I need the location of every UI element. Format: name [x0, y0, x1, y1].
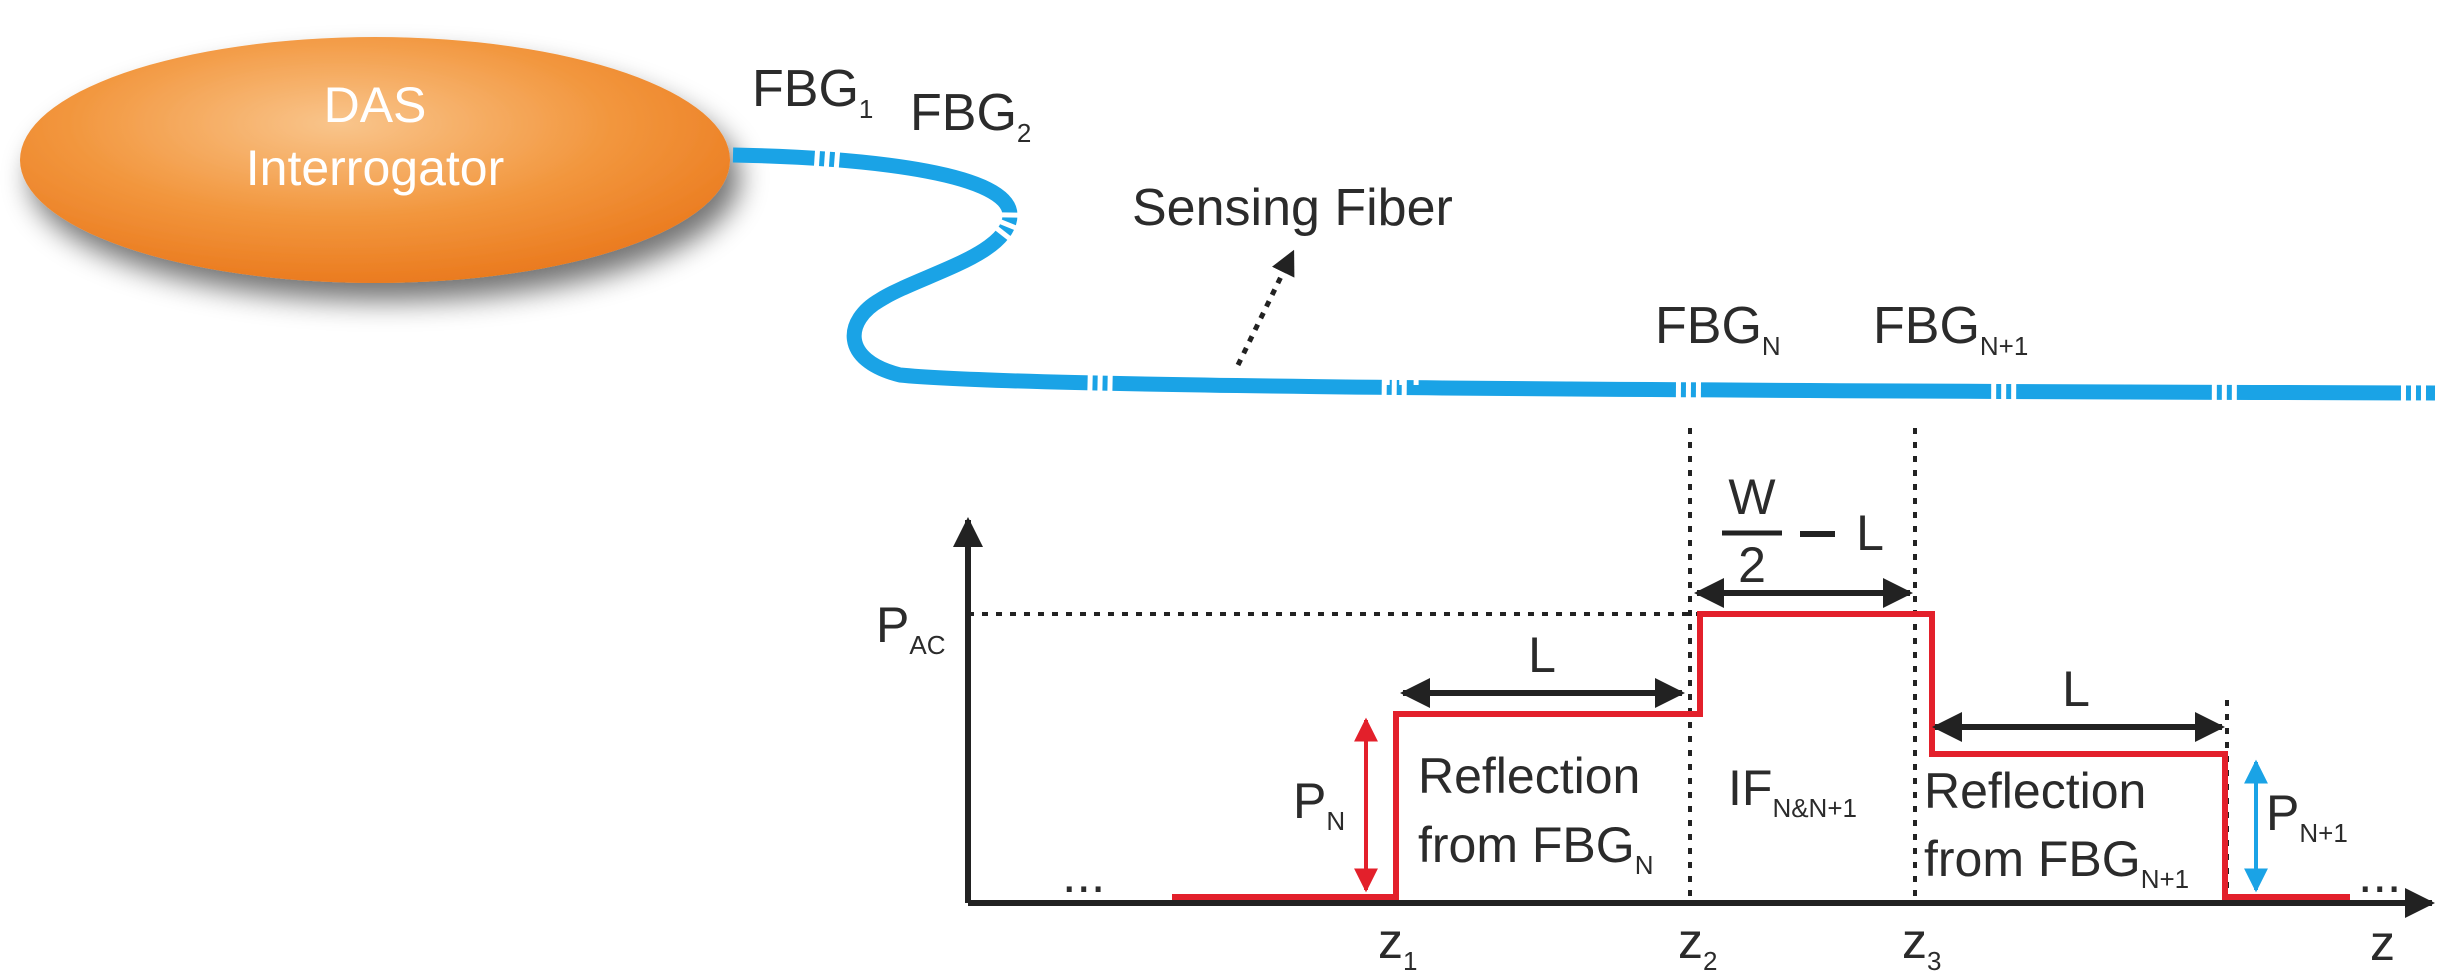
w-numerator: W: [1728, 469, 1776, 525]
fbg-grating-stripe: [1401, 379, 1407, 396]
z3-label: z3: [1902, 913, 1941, 976]
z-axis-label: z: [2370, 915, 2395, 971]
fbg-grating-stripe: [2221, 384, 2227, 401]
fbg-grating-stripe: [1107, 375, 1113, 392]
fbg2-label: FBG2: [910, 84, 1031, 148]
p-n1-label: PN+1: [2266, 785, 2348, 848]
fbg-grating-stripe: [2400, 384, 2407, 401]
fbg-grating-stripe: [1087, 374, 1093, 392]
fbg-grating-stripe: [2211, 384, 2217, 401]
fbg-grating-stripe: [1381, 379, 1387, 396]
plot-right-ellipsis: ...: [2358, 846, 2401, 904]
interrogator-shape: [20, 37, 730, 283]
fbg-grating-stripe: [2011, 383, 2017, 400]
fbg-grating-stripe: [2001, 383, 2007, 400]
plot-axes: [953, 517, 2435, 918]
fbg-grating-stripe: [823, 150, 831, 168]
length-left-label: L: [1528, 627, 1556, 683]
fiber-ellipsis: ...: [1380, 339, 1423, 397]
fbg1-label: FBG1: [752, 60, 873, 124]
fbg-grating-stripe: [833, 151, 841, 169]
w-denominator: 2: [1738, 537, 1766, 593]
fbg-grating-stripe: [1991, 383, 1997, 400]
fbg-grating-stripe: [2410, 384, 2417, 401]
fbg-grating-stripe: [999, 219, 1017, 231]
reflection-n-line2: from FBGN: [1418, 817, 1653, 880]
interrogator-line2: Interrogator: [246, 140, 504, 196]
fbgN1-label: FBGN+1: [1873, 297, 2028, 361]
fbg-grating-stripe: [813, 150, 821, 167]
length-right-label: L: [2062, 661, 2090, 717]
sensing-fiber: [732, 147, 2436, 401]
reflection-n1-line1: Reflection: [1924, 763, 2146, 819]
sensing-fiber-label: Sensing Fiber: [1132, 179, 1453, 237]
p-ac-label: PAC: [876, 597, 945, 660]
interrogator-line1: DAS: [324, 77, 427, 133]
fbg-grating-stripe: [1097, 375, 1103, 392]
das-interrogator: DAS Interrogator: [20, 37, 730, 283]
p-n-label: PN: [1293, 773, 1345, 836]
fbg-marks: [813, 150, 2427, 401]
reflection-n-line1: Reflection: [1418, 748, 1640, 804]
z1-label: z1: [1378, 913, 1417, 976]
w-minus-l: L: [1856, 505, 1884, 561]
fbg-grating-stripe: [1685, 381, 1691, 398]
fbg-grating-stripe: [1391, 379, 1397, 396]
plot-left-ellipsis: ...: [1062, 846, 1105, 904]
fbg-grating-stripe: [2231, 384, 2237, 401]
reflection-signal: [1172, 611, 2350, 900]
fbg-grating-stripe: [995, 226, 1012, 241]
fbg-grating-stripe: [1001, 212, 1019, 218]
fbg-grating-stripe: [2420, 384, 2427, 401]
fbg-grating-stripe: [1695, 381, 1701, 398]
fbg-grating-stripe: [1675, 381, 1681, 398]
fbgN-label: FBGN: [1655, 297, 1781, 361]
interference-label: IFN&N+1: [1728, 760, 1857, 823]
w-fraction: W 2 L: [1722, 469, 1884, 593]
z2-label: z2: [1678, 913, 1717, 976]
reflection-n1-line2: from FBGN+1: [1924, 831, 2189, 894]
sensing-fiber-pointer: [1235, 249, 1296, 367]
